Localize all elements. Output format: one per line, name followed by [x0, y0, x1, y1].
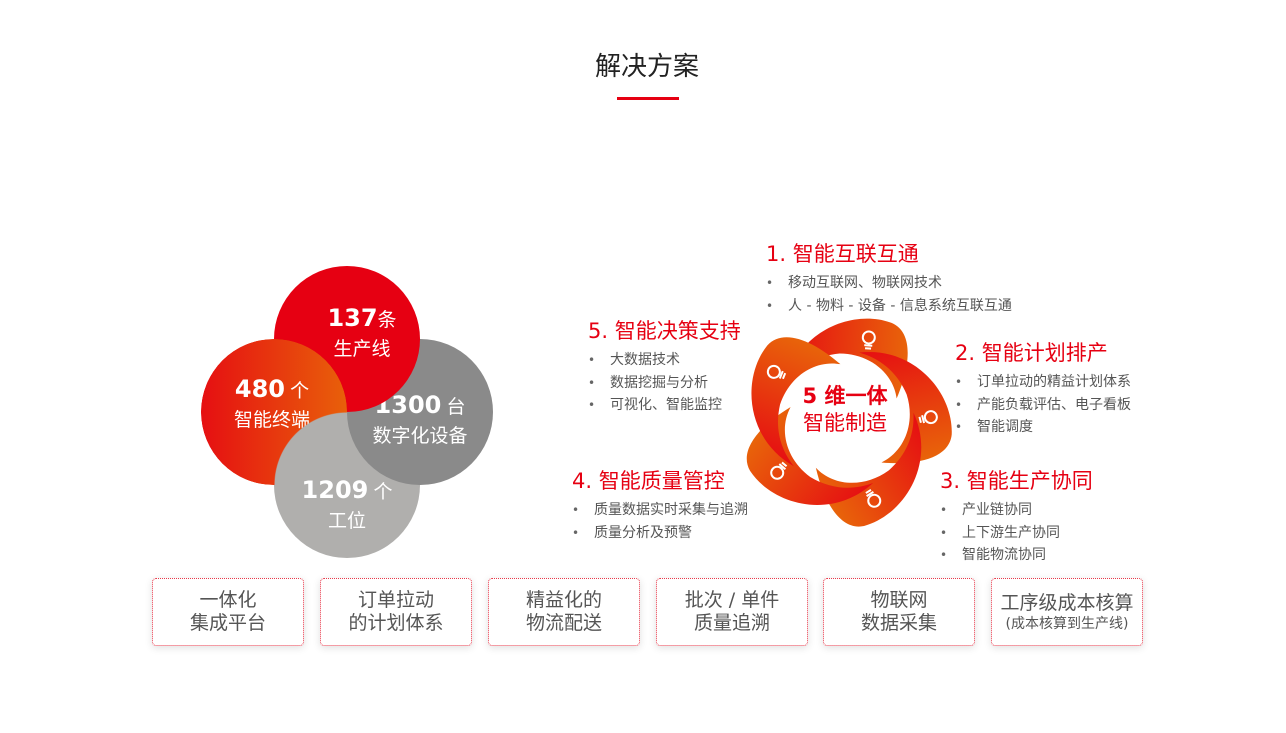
feature-line1: 物联网 [870, 589, 928, 611]
center-line2: 智能制造 [803, 411, 887, 435]
section-interconnect: 1. 智能互联互通 移动互联网、物联网技术人 - 物料 - 设备 - 信息系统互… [766, 238, 1012, 317]
section-planning: 2. 智能计划排产 订单拉动的精益计划体系产能负载评估、电子看板智能调度 [955, 337, 1131, 439]
section-item: 质量分析及预警 [572, 522, 748, 545]
money-bag-icon [770, 461, 788, 480]
stat-unit: 个 [290, 380, 310, 402]
feature-line1: 工序级成本核算 [1000, 591, 1134, 614]
stat-number: 480 [234, 375, 285, 403]
section-item: 质量数据实时采集与追溯 [572, 499, 748, 522]
feature-line2: 质量追溯 [693, 612, 770, 634]
feature-box: 物联网数据采集 [823, 578, 975, 646]
section-item: 智能调度 [955, 416, 1131, 439]
feature-box: 一体化集成平台 [152, 578, 304, 646]
feature-line2: 数据采集 [860, 612, 937, 634]
gears-icon [865, 489, 882, 508]
page-title: 解决方案 [594, 52, 699, 82]
section-item: 可视化、智能监控 [588, 394, 741, 417]
section-item: 智能物流协同 [940, 544, 1093, 567]
section-quality: 4. 智能质量管控 质量数据实时采集与追溯质量分析及预警 [572, 465, 748, 544]
five-dimension-diagram [746, 318, 952, 527]
stat-label: 数字化设备 [372, 425, 468, 447]
section-item: 大数据技术 [588, 349, 741, 372]
title-underline [617, 97, 679, 100]
feature-line1: 批次 / 单件 [684, 589, 780, 611]
growth-chart-icon [861, 330, 876, 350]
feature-box: 批次 / 单件质量追溯 [656, 578, 808, 646]
feature-line2: (成本核算到生产线) [1005, 615, 1129, 632]
feature-line2: 的计划体系 [348, 612, 444, 634]
section-item: 数据挖掘与分析 [588, 372, 741, 395]
section-item: 上下游生产协同 [940, 522, 1093, 545]
feature-line1: 订单拉动 [357, 589, 434, 611]
stat-label: 智能终端 [233, 409, 310, 431]
stat-label: 生产线 [333, 338, 391, 360]
section-title: 2. 智能计划排产 [955, 341, 1108, 365]
section-item: 人 - 物料 - 设备 - 信息系统互联互通 [766, 295, 1012, 318]
stat-unit: 条 [377, 309, 397, 331]
section-title: 4. 智能质量管控 [572, 469, 725, 493]
section-item: 移动互联网、物联网技术 [766, 272, 1012, 295]
petal [785, 318, 908, 399]
section-decision: 5. 智能决策支持 大数据技术数据挖掘与分析可视化、智能监控 [588, 315, 741, 417]
lightbulb-icon [766, 364, 787, 380]
section-item: 产能负载评估、电子看板 [955, 394, 1131, 417]
feature-line1: 精益化的 [525, 589, 602, 611]
section-title: 3. 智能生产协同 [940, 469, 1093, 493]
magnifier-icon [918, 410, 938, 425]
section-collaboration: 3. 智能生产协同 产业链协同上下游生产协同智能物流协同 [940, 465, 1093, 567]
petal [859, 352, 952, 464]
feature-line2: 物流配送 [525, 612, 602, 634]
petal [751, 337, 841, 467]
section-title: 5. 智能决策支持 [588, 319, 741, 343]
feature-box: 订单拉动的计划体系 [320, 578, 472, 646]
stat-circle-terminals-overlay: 480 个智能终端 [201, 339, 347, 485]
center-label: 5 维一体 智能制造 [785, 383, 905, 437]
section-item: 产业链协同 [940, 499, 1093, 522]
stat-number: 137 [327, 304, 378, 332]
stat-label: 工位 [327, 510, 366, 532]
stat-number: 1209 [301, 476, 369, 504]
section-title: 1. 智能互联互通 [766, 242, 919, 266]
feature-line2: 集成平台 [189, 612, 266, 634]
stat-unit: 台 [446, 396, 466, 418]
center-line1: 5 维一体 [802, 384, 888, 408]
stat-unit: 个 [373, 481, 393, 503]
feature-box: 精益化的物流配送 [488, 578, 640, 646]
feature-line1: 一体化 [199, 589, 257, 611]
feature-box: 工序级成本核算(成本核算到生产线) [991, 578, 1143, 646]
section-item: 订单拉动的精益计划体系 [955, 371, 1131, 394]
